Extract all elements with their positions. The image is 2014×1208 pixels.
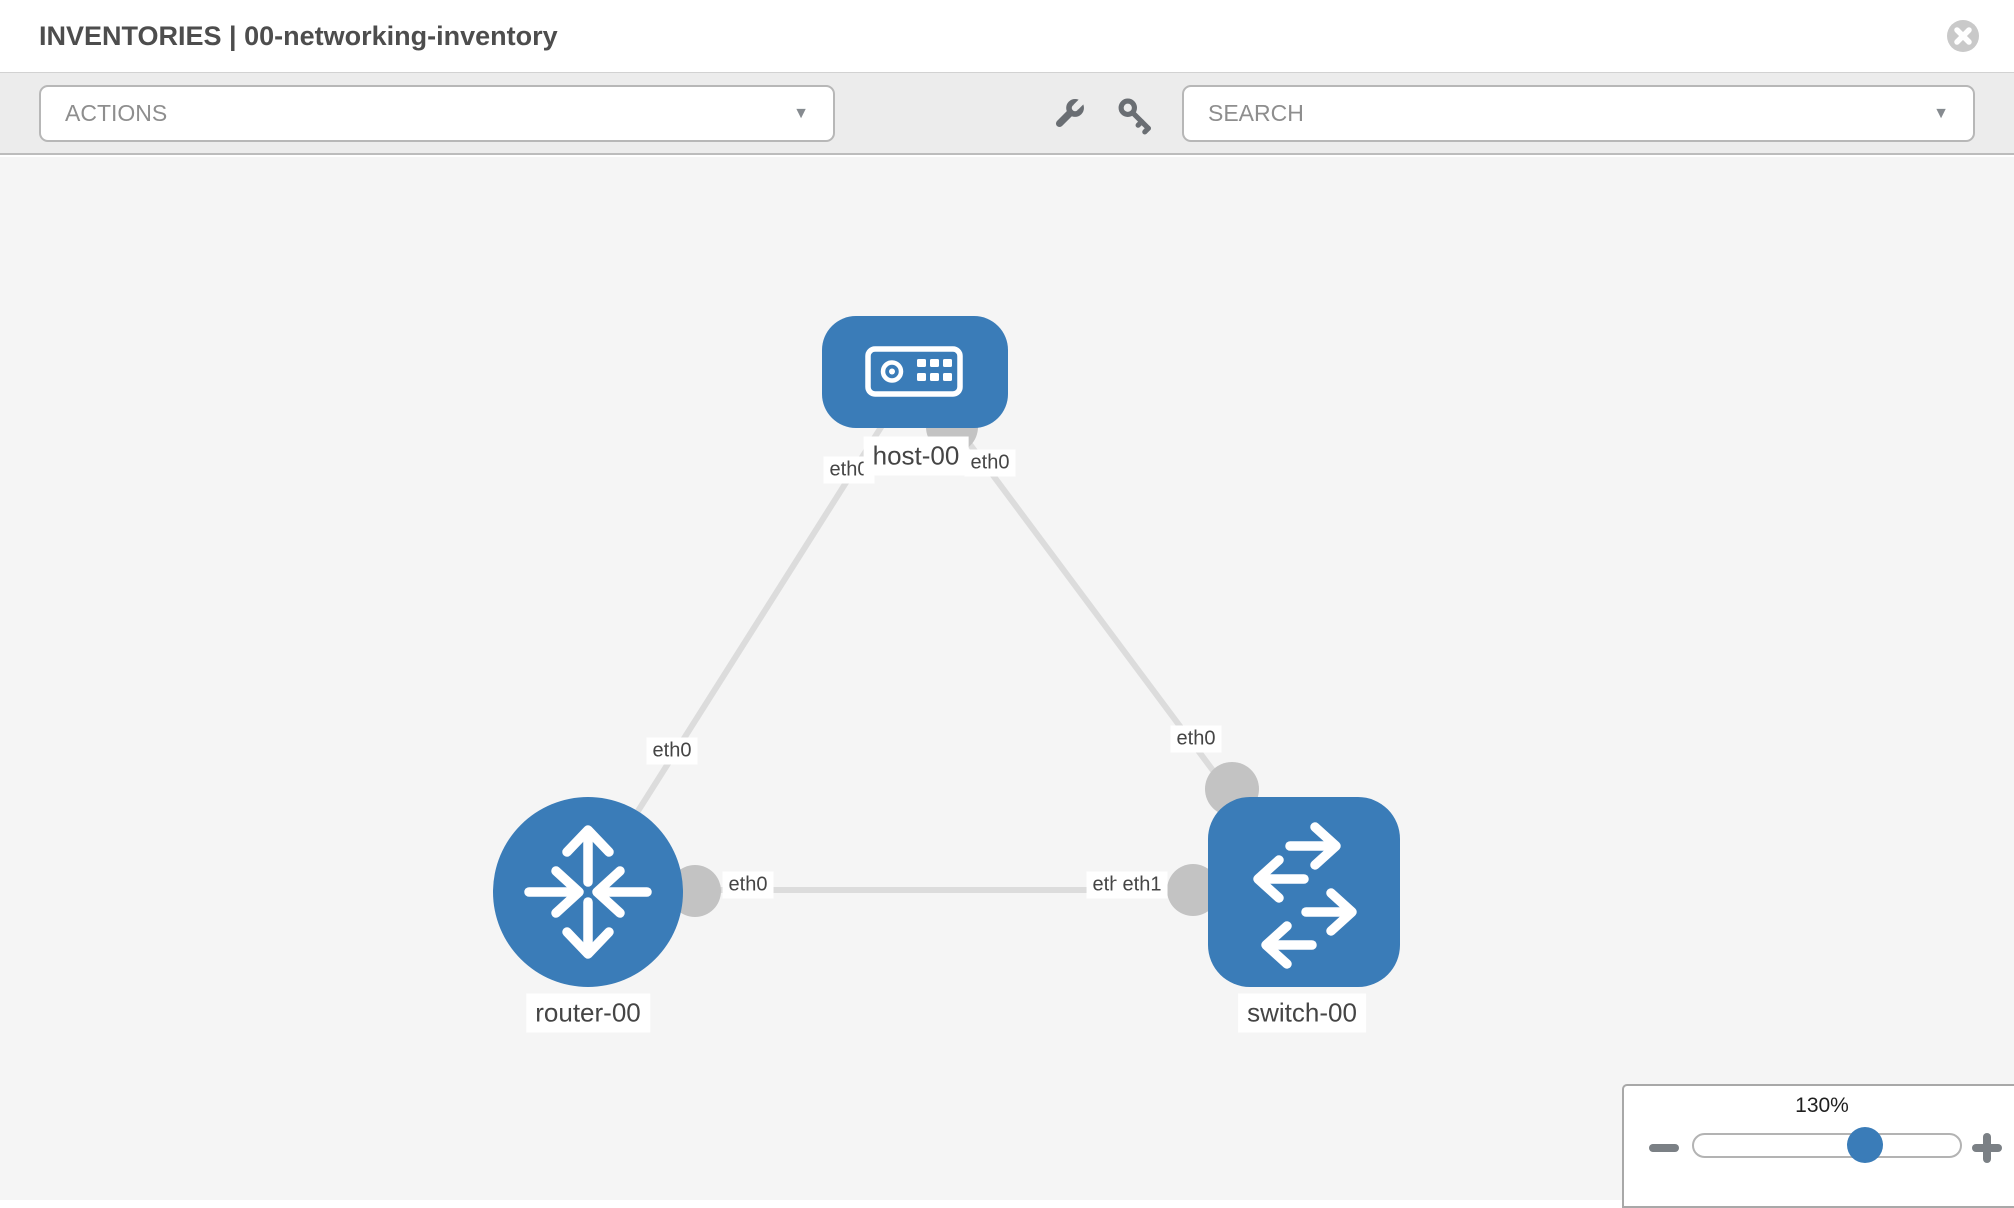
interface-label-router-eth0-uplink: eth0 xyxy=(646,737,698,765)
close-button[interactable] xyxy=(1946,19,1980,53)
node-label-router-00: router-00 xyxy=(526,993,650,1033)
node-switch-00[interactable] xyxy=(1208,797,1400,987)
topology-canvas[interactable] xyxy=(0,157,2014,1200)
search-dropdown[interactable]: SEARCH ▼ xyxy=(1182,85,1975,142)
toolbar: ACTIONS ▼ SEAR xyxy=(0,72,2014,155)
interface-label-switch-eth1: eth1 xyxy=(1116,871,1168,899)
minus-icon xyxy=(1649,1144,1679,1152)
zoom-level: 130% xyxy=(1795,1094,1849,1117)
zoom-out-button[interactable] xyxy=(1646,1130,1682,1166)
close-icon xyxy=(1947,20,1979,52)
host-icon xyxy=(865,346,963,397)
zoom-slider[interactable] xyxy=(1692,1127,1962,1163)
zoom-slider-handle[interactable] xyxy=(1847,1127,1883,1163)
switch-icon xyxy=(1253,822,1357,969)
chevron-down-icon: ▼ xyxy=(1933,104,1949,122)
wrench-icon xyxy=(1055,98,1085,128)
zoom-in-button[interactable] xyxy=(1969,1130,2005,1166)
link-endpoint xyxy=(1167,864,1219,916)
page-title: INVENTORIES | 00-networking-inventory xyxy=(39,20,558,51)
node-host-00[interactable] xyxy=(822,316,1008,428)
chevron-down-icon: ▼ xyxy=(793,104,809,122)
actions-dropdown-label: ACTIONS xyxy=(65,100,168,126)
link-endpoints-layer xyxy=(669,401,1259,917)
node-label-switch-00: switch-00 xyxy=(1238,993,1366,1033)
interface-label-switch-eth0-uplink: eth0 xyxy=(1170,725,1222,753)
topology-graph xyxy=(493,316,1400,987)
search-placeholder: SEARCH xyxy=(1208,100,1304,126)
interface-label-host-eth0-right: eth0 xyxy=(964,449,1016,477)
actions-dropdown[interactable]: ACTIONS ▼ xyxy=(39,85,835,142)
page-header: INVENTORIES | 00-networking-inventory xyxy=(0,0,2014,72)
key-button[interactable] xyxy=(1115,95,1155,135)
router-icon xyxy=(524,825,652,959)
configure-button[interactable] xyxy=(1048,95,1088,135)
node-router-00[interactable] xyxy=(493,797,683,987)
key-icon xyxy=(1118,98,1151,135)
node-label-host-00: host-00 xyxy=(863,436,969,476)
interface-label-router-eth0: eth0 xyxy=(722,871,774,899)
zoom-panel: 130% xyxy=(1622,1084,2014,1208)
